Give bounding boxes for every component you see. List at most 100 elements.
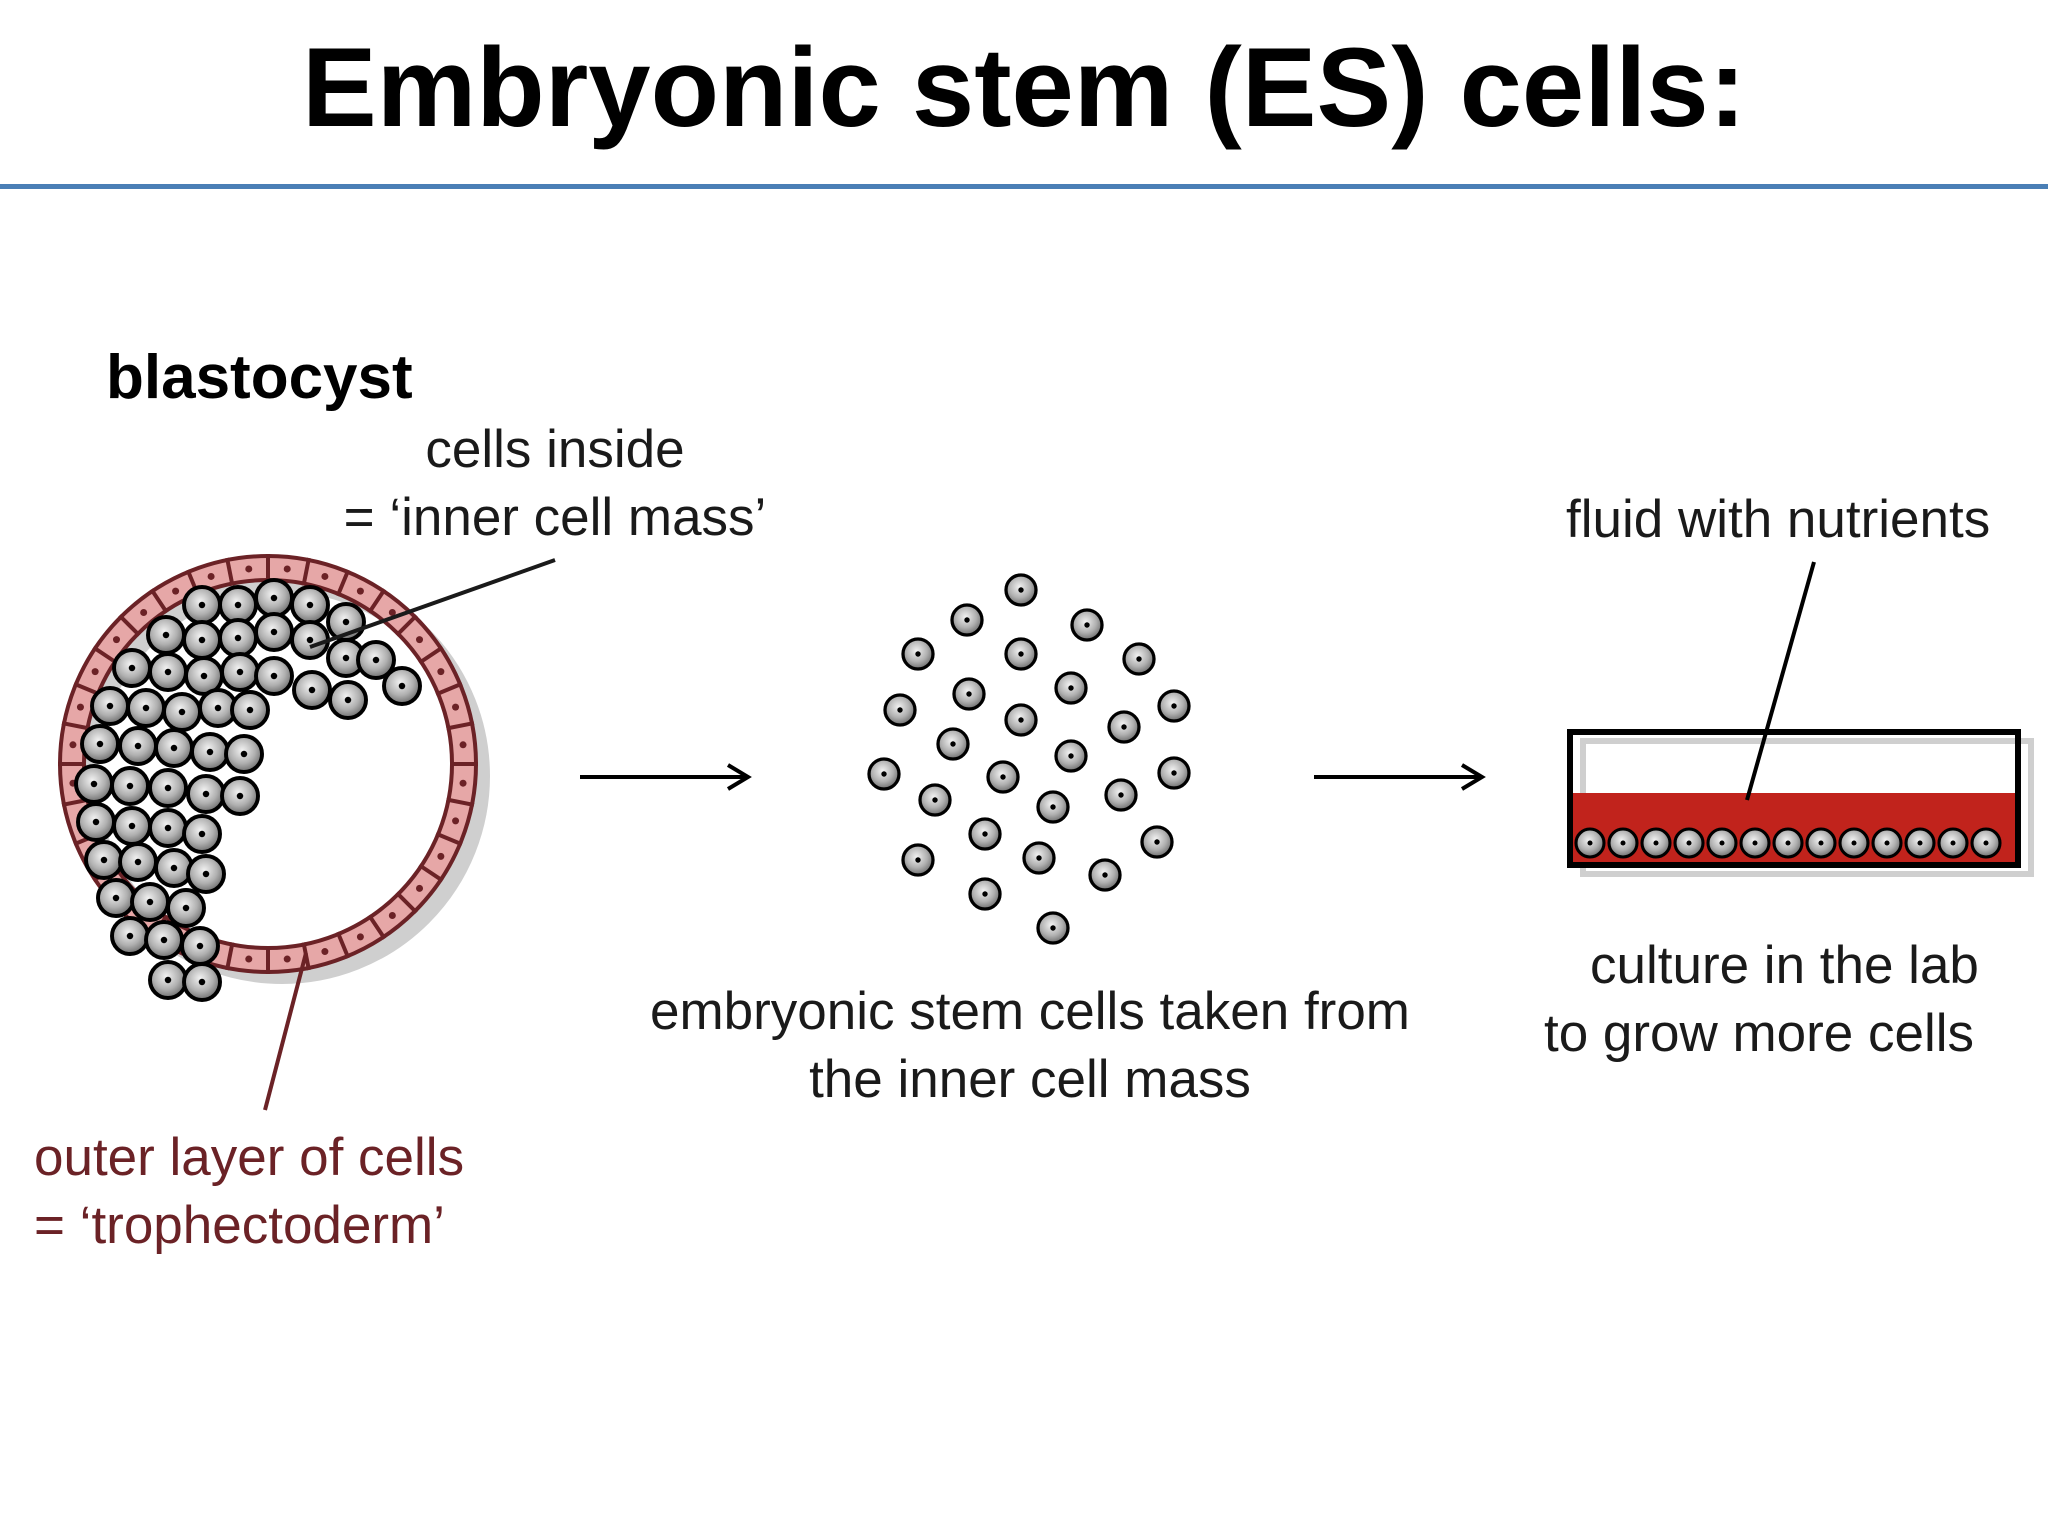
trophectoderm-cell-nucleus — [207, 572, 215, 580]
inner-cell — [80, 724, 120, 764]
trophectoderm-pointer — [263, 952, 308, 1111]
inner-cell — [148, 960, 188, 1000]
inner-cell — [154, 728, 194, 768]
trophectoderm-cell-divider — [149, 588, 169, 614]
inner-cell — [218, 618, 258, 658]
trophectoderm-cell-nucleus — [437, 852, 445, 860]
cultured-cell — [1640, 827, 1672, 859]
embryonic-stem-cells — [867, 573, 1191, 945]
trophectoderm-cell-divider — [435, 681, 463, 697]
inner-cell — [254, 578, 294, 618]
es-cell — [918, 783, 952, 817]
trophectoderm-cell-nucleus — [452, 703, 460, 711]
inner-cell — [292, 670, 332, 710]
trophectoderm-cell-nucleus — [321, 948, 329, 956]
inner-cell — [254, 656, 294, 696]
inner-cell — [144, 920, 184, 960]
es-cell — [901, 637, 935, 671]
trophectoderm-cell-divider — [118, 614, 141, 637]
es-cell — [1070, 608, 1104, 642]
inner-cell — [90, 686, 130, 726]
inner-cell — [190, 732, 230, 772]
cultured-cell — [1805, 827, 1837, 859]
trophectoderm-cell-nucleus — [388, 608, 396, 616]
inner-cell — [148, 768, 188, 808]
inner-cell — [356, 640, 396, 680]
trophectoderm-cell-divider — [335, 569, 351, 597]
trophectoderm-cell-divider — [446, 721, 475, 731]
trophectoderm-cell-nucleus — [245, 955, 253, 963]
es-cell — [950, 603, 984, 637]
inner-cell — [290, 585, 330, 625]
inner-cell — [130, 882, 170, 922]
inner-cell — [126, 688, 166, 728]
trophectoderm-cell-divider — [446, 797, 475, 807]
cultured-cells — [1574, 827, 2002, 859]
es-cell — [952, 677, 986, 711]
es-cell — [867, 757, 901, 791]
cultured-cell — [1607, 827, 1639, 859]
trophectoderm-cell-divider — [418, 645, 444, 665]
es-cells-label-line2: the inner cell mass — [809, 1050, 1251, 1109]
cultured-cell — [1772, 827, 1804, 859]
trophectoderm-cell-nucleus — [416, 636, 424, 644]
inner-cell — [254, 612, 294, 652]
inner-cell — [76, 802, 116, 842]
inner-cell-mass — [74, 578, 422, 1002]
cultured-cell — [1871, 827, 1903, 859]
inner-cell — [146, 615, 186, 655]
fluid-label: fluid with nutrients — [1566, 490, 1991, 549]
es-cell — [1088, 858, 1122, 892]
inner-cell-mass-pointer — [309, 558, 556, 649]
es-cell — [1122, 642, 1156, 676]
arrow-to-culture — [1314, 763, 1486, 791]
trophectoderm-label-line1: outer layer of cells — [34, 1128, 465, 1187]
es-cell — [1004, 637, 1038, 671]
inner-cell — [220, 652, 260, 692]
trophectoderm-cell-nucleus — [356, 587, 364, 595]
es-cell — [883, 693, 917, 727]
cultured-cell — [1937, 827, 1969, 859]
title-divider — [0, 184, 2048, 189]
trophectoderm-cell-nucleus — [69, 741, 77, 749]
trophectoderm-cell-nucleus — [437, 668, 445, 676]
trophectoderm-cell-nucleus — [172, 587, 180, 595]
es-cell — [1054, 739, 1088, 773]
es-cell — [1157, 756, 1191, 790]
inner-cell — [182, 962, 222, 1002]
cultured-cell — [1673, 827, 1705, 859]
es-cell — [901, 843, 935, 877]
culture-label-line1: culture in the lab — [1590, 936, 1979, 995]
trophectoderm-cell-nucleus — [283, 565, 291, 573]
inner-cell — [182, 620, 222, 660]
trophectoderm-cell-nucleus — [283, 955, 291, 963]
es-cell — [1054, 671, 1088, 705]
es-cell — [1140, 825, 1174, 859]
trophectoderm-cell-divider — [367, 588, 387, 614]
trophectoderm-cell-nucleus — [459, 741, 467, 749]
trophectoderm-cell-divider — [395, 891, 418, 914]
trophectoderm-cell-divider — [61, 721, 90, 731]
trophectoderm-cell-divider — [225, 942, 235, 971]
es-cell — [1036, 790, 1070, 824]
trophectoderm-cell-nucleus — [140, 608, 148, 616]
inner-cell — [328, 680, 368, 720]
inner-cell — [166, 888, 206, 928]
culture-dish-outline — [1567, 729, 2021, 868]
cultured-cell — [1970, 827, 2002, 859]
inner-cell — [110, 766, 150, 806]
trophectoderm-label-line2: = ‘trophectoderm’ — [34, 1196, 445, 1255]
cultured-cell — [1574, 827, 1606, 859]
inner-cell — [154, 848, 194, 888]
inner-cell-mass-label-line1: cells inside — [425, 420, 685, 479]
inner-cell — [118, 842, 158, 882]
es-cell — [1036, 911, 1070, 945]
inner-cell — [118, 726, 158, 766]
inner-cell — [218, 585, 258, 625]
trophectoderm-cell-divider — [225, 557, 235, 586]
es-cell — [1104, 778, 1138, 812]
inner-cell — [290, 620, 330, 660]
blastocyst-label: blastocyst — [106, 343, 413, 412]
inner-cell — [230, 690, 270, 730]
es-cell — [936, 727, 970, 761]
